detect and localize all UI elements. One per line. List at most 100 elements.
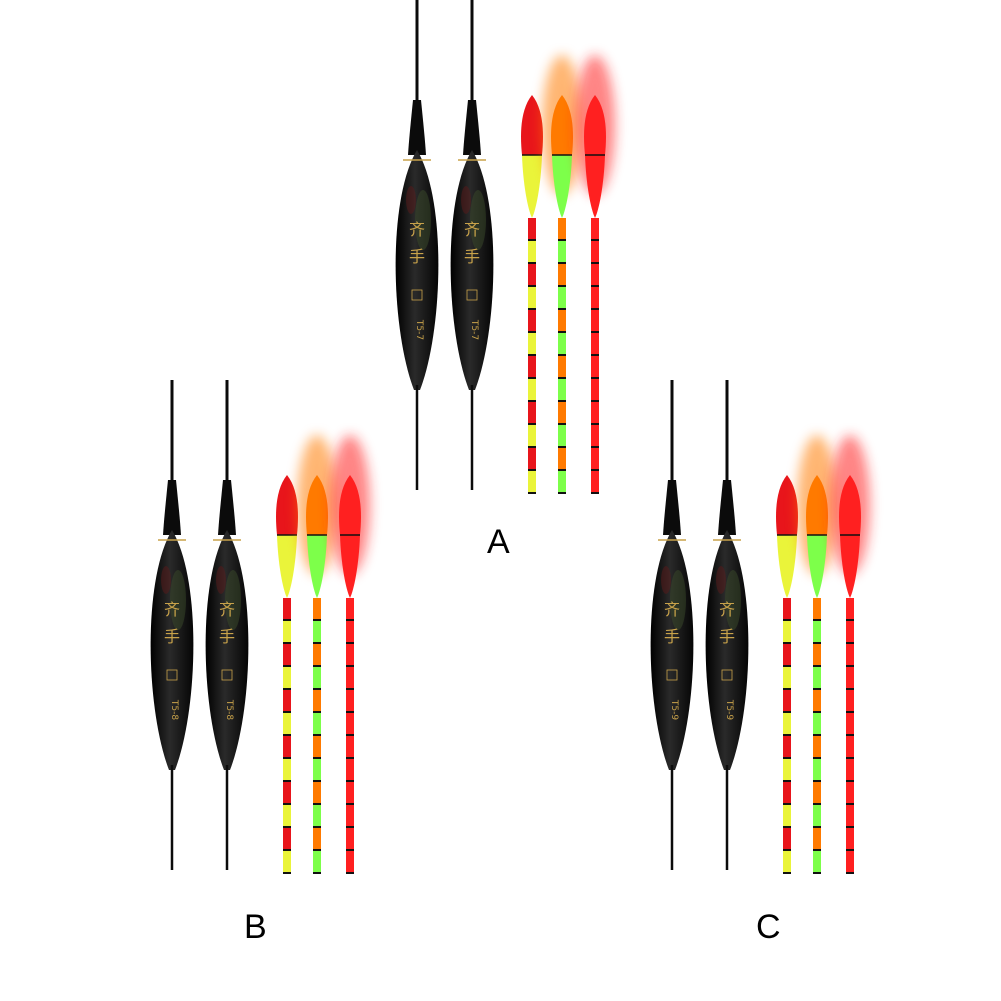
tip-divider — [846, 826, 854, 828]
tip-divider — [846, 711, 854, 713]
tip-divider — [283, 872, 291, 874]
tip-segment — [313, 667, 321, 688]
brand-text-2: 手 — [664, 627, 680, 646]
tip-collar — [585, 155, 605, 218]
brand-text: 齐 — [664, 600, 680, 619]
tip-segment — [558, 448, 566, 469]
tip-segment — [283, 644, 291, 665]
tip-segment — [783, 598, 791, 619]
tip-segment — [783, 644, 791, 665]
brand-text: 齐 — [719, 600, 735, 619]
tip-divider — [313, 711, 321, 713]
tip-divider — [283, 757, 291, 759]
tip-collar — [277, 535, 297, 598]
tip-divider — [528, 469, 536, 471]
tip-divider — [783, 734, 791, 736]
float-neck — [218, 480, 236, 535]
tip-divider — [591, 308, 599, 310]
tip-segment — [528, 287, 536, 308]
tip-segment — [313, 759, 321, 780]
tip-cap — [776, 475, 798, 535]
tip-divider — [783, 688, 791, 690]
body-pattern-red — [161, 566, 171, 594]
tip-divider — [346, 619, 354, 621]
tip-segment — [783, 736, 791, 757]
tip-segment — [813, 644, 821, 665]
body-pattern-red — [461, 186, 471, 214]
tip-divider — [283, 734, 291, 736]
tip-divider — [813, 688, 821, 690]
tip-segment — [846, 759, 854, 780]
tip-segment — [783, 759, 791, 780]
tip-divider — [528, 308, 536, 310]
tip-segment — [846, 598, 854, 619]
tip-segment — [346, 782, 354, 803]
tip-segment — [558, 425, 566, 446]
float-body — [450, 150, 494, 390]
tip-segment — [346, 598, 354, 619]
tip-divider — [846, 803, 854, 805]
brand-text: 齐 — [164, 600, 180, 619]
tip-divider — [313, 665, 321, 667]
tip-divider — [591, 469, 599, 471]
seal-stamp — [466, 289, 478, 301]
tip-segment — [591, 471, 599, 492]
brand-text: 齐 — [219, 600, 235, 619]
tip-segment — [558, 333, 566, 354]
tip-segment — [528, 402, 536, 423]
tip-segment — [846, 690, 854, 711]
tip-collar — [522, 155, 542, 218]
tip-segment — [591, 425, 599, 446]
tip-divider — [783, 780, 791, 782]
tip-divider — [783, 803, 791, 805]
tip-collar — [340, 535, 360, 598]
brand-text-2: 手 — [164, 627, 180, 646]
tip-segment — [846, 851, 854, 872]
tip-segment — [813, 713, 821, 734]
tip-divider — [313, 826, 321, 828]
tip-segment — [558, 310, 566, 331]
tip-segment — [528, 379, 536, 400]
tip-float-3 — [830, 435, 870, 874]
tip-divider — [558, 377, 566, 379]
tip-segment — [846, 621, 854, 642]
tip-divider — [813, 642, 821, 644]
tip-float-1 — [276, 475, 298, 874]
tip-divider — [783, 711, 791, 713]
tip-segment — [558, 402, 566, 423]
tip-segment — [846, 736, 854, 757]
model-text: T5-7 — [469, 319, 479, 340]
tip-cap — [339, 475, 361, 535]
tip-divider — [528, 400, 536, 402]
tip-segment — [528, 448, 536, 469]
float-neck — [463, 100, 481, 155]
tip-segment — [528, 425, 536, 446]
tip-cap — [551, 95, 573, 155]
tip-segment — [528, 264, 536, 285]
brand-text: 齐 — [409, 220, 425, 239]
tip-divider — [346, 780, 354, 782]
tip-segment — [346, 851, 354, 872]
body-pattern-red — [661, 566, 671, 594]
tip-segment — [313, 828, 321, 849]
option-label-b: B — [244, 908, 267, 946]
tip-divider — [313, 642, 321, 644]
tip-divider — [783, 826, 791, 828]
brand-text-2: 手 — [219, 627, 235, 646]
tip-segment — [783, 667, 791, 688]
tip-divider — [783, 872, 791, 874]
tip-divider — [813, 757, 821, 759]
body-pattern — [470, 190, 486, 250]
tip-divider — [591, 285, 599, 287]
tip-segment — [283, 667, 291, 688]
tip-divider — [558, 331, 566, 333]
tip-float-3 — [330, 435, 370, 874]
tip-collar — [840, 535, 860, 598]
